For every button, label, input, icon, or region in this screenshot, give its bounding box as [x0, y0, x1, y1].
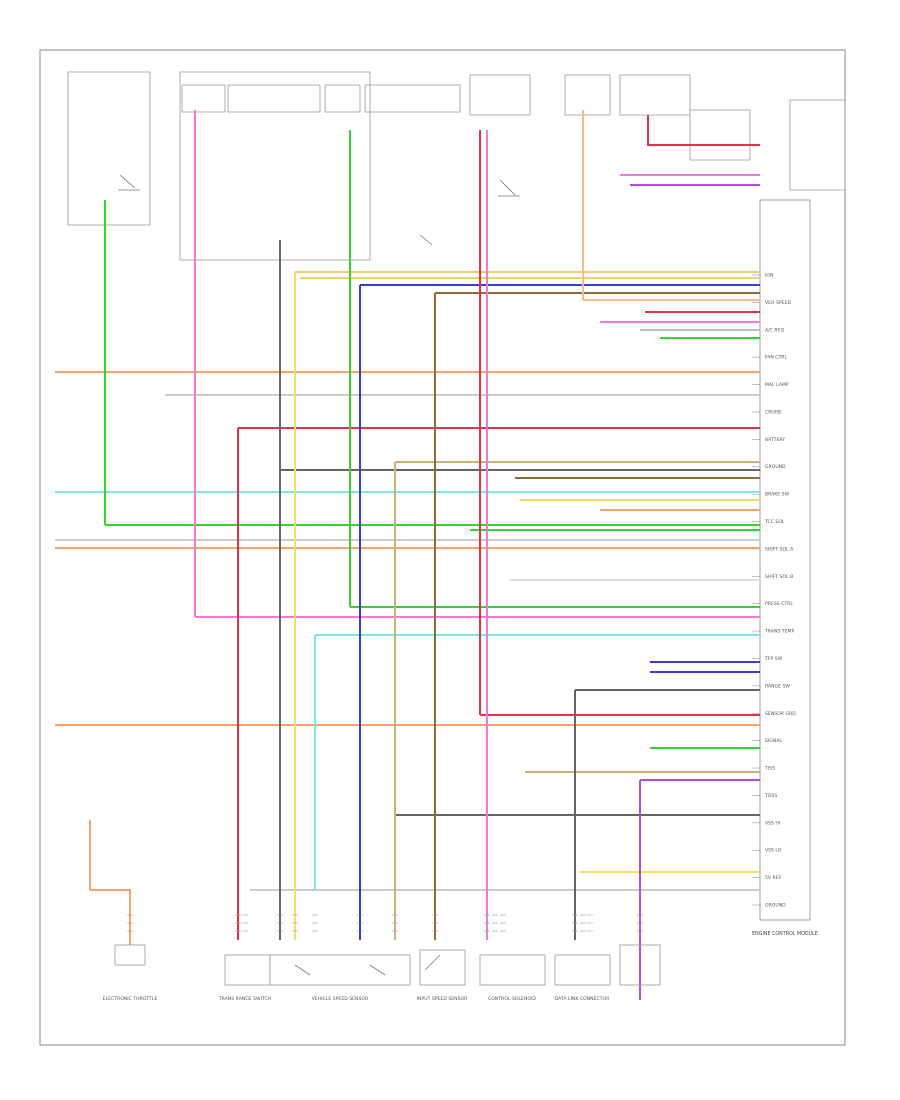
pcm-pin-label: SIGNAL — [765, 738, 782, 744]
pcm-pin-label: TFP SW — [764, 656, 783, 662]
relay-switches — [118, 174, 520, 976]
component-label-c4: INPUT SPEED SENSOR — [417, 996, 468, 1002]
pcm-pin-label: VEH SPEED — [765, 300, 791, 306]
pcm-pin-label: GROUND — [765, 464, 786, 470]
diagram-border — [39, 49, 846, 1046]
pcm-pin-label: TCC SOL — [764, 519, 785, 525]
pcm-pin-label: 5V REF — [765, 875, 782, 881]
component-label-c2: TRANS RANGE SWITCH — [218, 996, 271, 1002]
pcm-pin-label: BATTERY — [765, 437, 785, 443]
wire-red-v7 — [647, 115, 760, 146]
pcm-pin-label: RANGE SW — [765, 683, 790, 689]
pcm-pin-label: SHIFT SOL B — [765, 574, 793, 580]
pcm-pin-column: IGN VEH SPEED A/C REQ FAN CTRL MAL LAMP CRUIS… — [752, 273, 796, 909]
pcm-pin-label: FAN CTRL — [765, 355, 787, 361]
component-label-c1: ELECTRONIC THROTTLE — [103, 996, 158, 1002]
pcm-pin-label: TOSS — [764, 793, 777, 799]
pcm-pin-label: TRANS TEMP — [764, 629, 794, 635]
component-labels: ELECTRONIC THROTTLE TRANS RANGE SWITCH VEH… — [103, 996, 610, 1002]
connector-pins — [127, 914, 643, 932]
top-fuse-box-left — [67, 71, 846, 261]
pcm-pin-label: VSS HI — [765, 820, 780, 826]
pcm-pin-label: IGN — [765, 273, 773, 279]
component-label-c6: DATA LINK CONNECTOR — [555, 996, 610, 1002]
pcm-label: ENGINE CONTROL MODULE — [752, 931, 818, 937]
pcm-pin-label: A/C REQ — [765, 327, 784, 333]
pcm-pin-label: VSS LO — [765, 848, 782, 854]
pcm-pin-label: MAL LAMP — [765, 382, 789, 388]
component-label-c3: VEHICLE SPEED SENSOR — [312, 996, 369, 1002]
pcm-pin-label: CRUISE — [765, 409, 782, 415]
pcm-pin-label: TISS — [764, 766, 775, 772]
pcm-block: IGN VEH SPEED A/C REQ FAN CTRL MAL LAMP CRUIS… — [752, 199, 811, 921]
pcm-pin-label: SENSOR GRD — [765, 711, 796, 717]
pcm-pin-label: SHIFT SOL A — [765, 546, 794, 552]
pcm-pin-label: PRESS CTRL — [765, 601, 793, 607]
component-label-c5: CONTROL SOLENOID — [488, 996, 536, 1002]
wire-orange-v1 — [89, 820, 131, 945]
bottom-components — [114, 944, 661, 986]
pcm-pin-label: BRAKE SW — [765, 492, 790, 498]
pcm-pin-label: GROUND — [765, 903, 786, 909]
wire-harness — [55, 110, 760, 1000]
